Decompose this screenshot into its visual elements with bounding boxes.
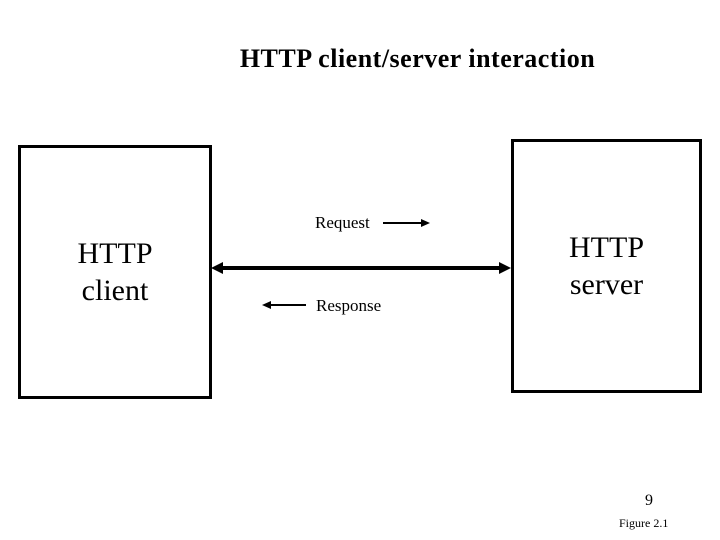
response-label: Response (316, 296, 382, 315)
request-arrowhead-icon (421, 219, 430, 227)
bidirectional-arrow-shaft (222, 266, 501, 270)
http-client-box: HTTP client (18, 145, 212, 399)
arrowhead-left-icon (211, 262, 223, 274)
page-number: 9 (645, 492, 653, 509)
slide-title: HTTP client/server interaction (239, 44, 596, 73)
http-server-label: HTTP server (569, 231, 644, 301)
request-arrow-shaft (383, 222, 423, 224)
response-arrow-shaft (270, 304, 306, 306)
response-arrowhead-icon (262, 301, 271, 309)
http-client-label: HTTP client (77, 237, 153, 307)
arrowhead-right-icon (499, 262, 511, 274)
request-label: Request (315, 213, 370, 232)
figure-caption: Figure 2.1 (619, 516, 669, 530)
http-server-box: HTTP server (511, 139, 702, 393)
